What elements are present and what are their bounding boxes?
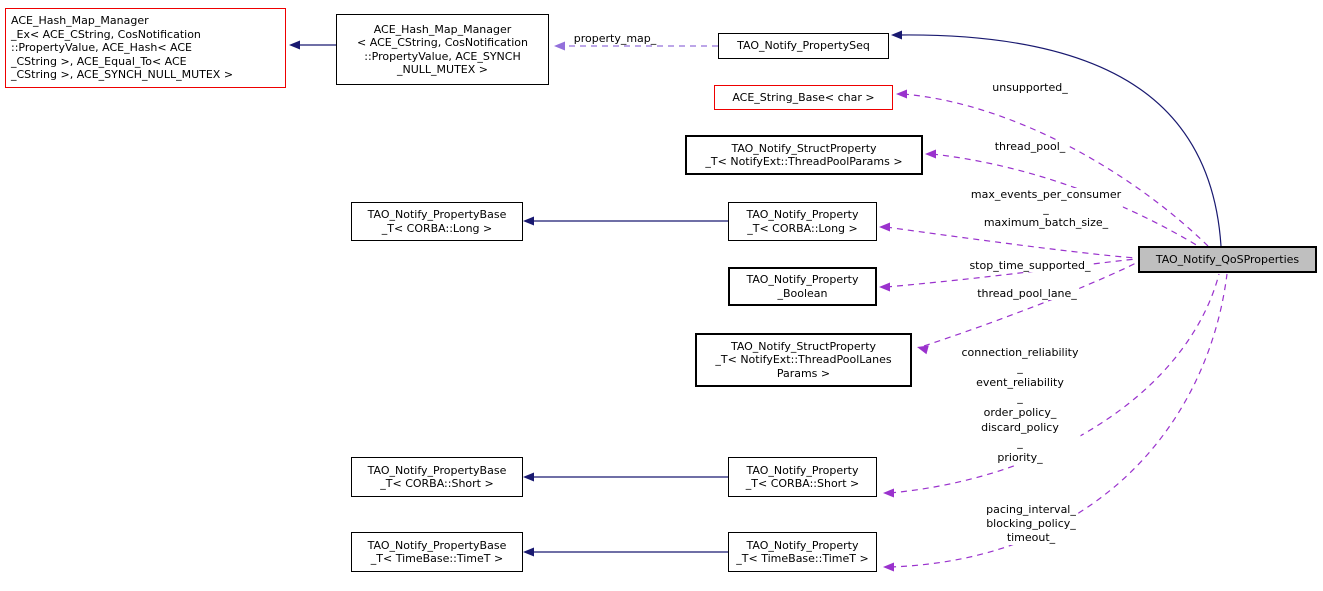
edge-unsupported [902,93,1209,247]
arrowhead-usage [883,562,894,572]
arrowhead-usage [917,345,929,355]
arrowhead-usage [896,89,907,99]
node-tao-notify-structproperty-threadpoolparams[interactable]: TAO_Notify_StructProperty _T< NotifyExt:… [685,135,923,175]
usage-edges [885,93,1228,568]
edge-qos-to-propertyseq [899,34,1222,247]
arrowhead-usage [925,149,936,159]
edge-label-stop-time-supported: stop_time_supported_ [967,259,1093,272]
node-tao-notify-propertybase-timebase-timet[interactable]: TAO_Notify_PropertyBase _T< TimeBase::Ti… [351,532,523,572]
node-tao-notify-property-boolean[interactable]: TAO_Notify_Property _Boolean [728,267,877,306]
edge-label-time-members: pacing_interval_ blocking_policy_ timeou… [984,503,1078,545]
node-tao-notify-propertybase-corba-short[interactable]: TAO_Notify_PropertyBase _T< CORBA::Short… [351,457,523,497]
node-tao-notify-structproperty-threadpoollanesparams[interactable]: TAO_Notify_StructProperty _T< NotifyExt:… [695,333,912,387]
node-ace-hash-map-manager[interactable]: ACE_Hash_Map_Manager < ACE_CString, CosN… [336,14,549,85]
node-tao-notify-qosproperties[interactable]: TAO_Notify_QoSProperties [1138,246,1317,273]
arrowhead-inherit [891,30,902,40]
edge-thread-pool-lane [923,262,1137,347]
arrowhead-inherit [523,216,534,226]
usage-arrowheads [879,89,936,572]
arrowhead-usage [879,282,890,292]
edge-long-members [885,226,1137,259]
node-tao-notify-property-timebase-timet[interactable]: TAO_Notify_Property _T< TimeBase::TimeT … [728,532,877,572]
node-ace-hash-map-manager-ex[interactable]: ACE_Hash_Map_Manager _Ex< ACE_CString, C… [5,8,286,88]
node-tao-notify-property-corba-short[interactable]: TAO_Notify_Property _T< CORBA::Short > [728,457,877,497]
arrowhead-inherit [523,547,534,557]
node-tao-notify-property-corba-long[interactable]: TAO_Notify_Property _T< CORBA::Long > [728,202,877,241]
arrowhead-usage [883,488,894,498]
edge-label-property-map: property_map_ [571,32,659,45]
node-tao-notify-propertyseq[interactable]: TAO_Notify_PropertySeq [718,33,889,59]
edge-label-thread-pool: thread_pool_ [992,140,1068,153]
edge-label-long-members: max_events_per_consumer _ maximum_batch_… [968,188,1124,230]
edge-stop-time-supported [885,258,1137,288]
edge-label-unsupported: unsupported_ [990,81,1070,94]
edge-short-members [889,273,1220,494]
arrowhead-usage-light [554,41,565,51]
inheritance-arrowheads [289,30,902,557]
edge-label-short-members: connection_reliability _ event_reliabili… [959,345,1081,465]
arrowhead-inherit [523,472,534,482]
arrowhead-inherit [289,40,300,50]
arrowhead-usage [879,222,890,232]
node-tao-notify-propertybase-corba-long[interactable]: TAO_Notify_PropertyBase _T< CORBA::Long … [351,202,523,241]
edge-time-members [889,273,1228,568]
edge-label-thread-pool-lane: thread_pool_lane_ [975,287,1079,300]
inheritance-edges [298,34,1222,553]
node-ace-string-base-char[interactable]: ACE_String_Base< char > [714,85,893,110]
